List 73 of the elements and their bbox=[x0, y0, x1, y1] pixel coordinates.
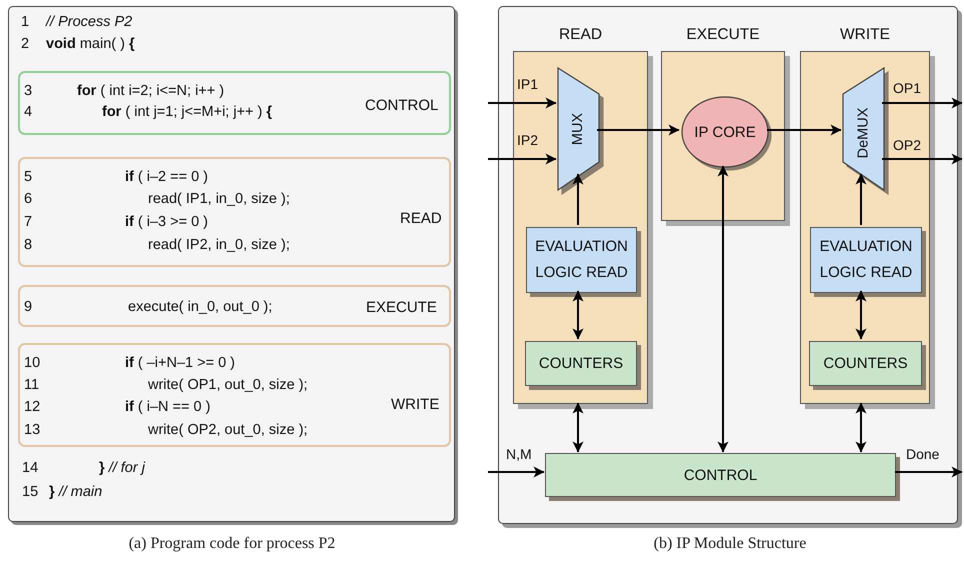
edge-label: N,M bbox=[506, 446, 532, 462]
arrow bbox=[856, 173, 866, 225]
code-block bbox=[18, 343, 451, 447]
section-label: CONTROL bbox=[365, 97, 438, 114]
code-line: write( OP2, out_0, size ); bbox=[148, 422, 308, 438]
arrow bbox=[572, 290, 584, 340]
arrow bbox=[767, 124, 842, 136]
code-line: } // for j bbox=[99, 460, 145, 476]
code-line: for ( int i=2; i<=N; i++ ) bbox=[77, 83, 224, 99]
edge-label: OP2 bbox=[893, 137, 922, 153]
line-number: 9 bbox=[24, 299, 32, 315]
section-label: EXECUTE bbox=[366, 299, 437, 316]
code-line: // Process P2 bbox=[46, 14, 132, 30]
code-line: } // main bbox=[49, 484, 102, 500]
section-label: READ bbox=[400, 210, 442, 227]
code-line: execute( in_0, out_0 ); bbox=[128, 299, 272, 315]
line-number: 6 bbox=[24, 191, 32, 207]
code-line: void main( ) { bbox=[46, 36, 135, 52]
stage-heading: READ bbox=[558, 26, 604, 44]
code-block bbox=[18, 285, 451, 327]
code-line: for ( int j=1; j<=M+i; j++ ) { bbox=[102, 104, 272, 120]
code-line: read( IP1, in_0, size ); bbox=[148, 191, 290, 207]
arrow bbox=[895, 466, 963, 478]
control-code-block bbox=[18, 71, 451, 135]
line-number: 1 bbox=[21, 14, 30, 30]
line-number: 2 bbox=[21, 36, 30, 52]
block-label: MUX bbox=[570, 112, 586, 146]
block-label: COUNTERS bbox=[823, 355, 908, 372]
figure-caption: (a) Program code for process P2 bbox=[128, 535, 336, 553]
block-label: IP CORE bbox=[694, 124, 756, 140]
edge-label: IP1 bbox=[517, 76, 538, 92]
line-number: 13 bbox=[24, 422, 40, 438]
arrow bbox=[882, 154, 963, 164]
line-number: 10 bbox=[24, 355, 40, 371]
arrow bbox=[488, 98, 557, 108]
line-number: 15 bbox=[22, 484, 38, 500]
arrow bbox=[718, 165, 728, 453]
arrow bbox=[882, 98, 963, 108]
stage-heading: WRITE bbox=[839, 26, 891, 44]
code-line: if ( –i+N–1 >= 0 ) bbox=[125, 355, 236, 371]
line-number: 5 bbox=[24, 169, 32, 185]
arrow bbox=[572, 402, 584, 453]
code-line: if ( i–3 >= 0 ) bbox=[125, 214, 208, 230]
stage-heading: EXECUTE bbox=[685, 26, 761, 44]
line-number: 12 bbox=[24, 399, 40, 415]
arrow bbox=[488, 154, 557, 164]
block-label: COUNTERS bbox=[538, 355, 624, 372]
code-line: read( IP2, in_0, size ); bbox=[148, 237, 290, 253]
code-panel bbox=[8, 6, 455, 522]
arrow bbox=[856, 402, 866, 453]
arrow bbox=[597, 124, 680, 136]
line-number: 3 bbox=[24, 83, 32, 99]
line-number: 14 bbox=[22, 460, 38, 476]
code-line: write( OP1, out_0, size ); bbox=[148, 377, 308, 393]
section-label: WRITE bbox=[391, 396, 440, 413]
block-label: EVALUATION LOGIC READ bbox=[535, 237, 628, 283]
line-number: 7 bbox=[24, 214, 32, 230]
block-label: EVALUATION LOGIC READ bbox=[819, 237, 913, 283]
arrow bbox=[856, 290, 866, 340]
figure-caption: (b) IP Module Structure bbox=[654, 535, 806, 553]
arrow bbox=[488, 466, 545, 478]
line-number: 8 bbox=[24, 237, 32, 253]
line-number: 11 bbox=[24, 377, 40, 393]
line-number: 4 bbox=[24, 104, 32, 120]
block-label: DeMUX bbox=[856, 108, 872, 158]
arrow bbox=[572, 173, 584, 225]
code-block bbox=[18, 157, 451, 267]
code-line: if ( i–2 == 0 ) bbox=[125, 169, 208, 185]
edge-label: IP2 bbox=[517, 132, 538, 148]
edge-label: Done bbox=[906, 446, 940, 462]
block-label: CONTROL bbox=[684, 466, 758, 484]
code-line: if ( i–N == 0 ) bbox=[125, 399, 210, 415]
edge-label: OP1 bbox=[893, 80, 922, 96]
